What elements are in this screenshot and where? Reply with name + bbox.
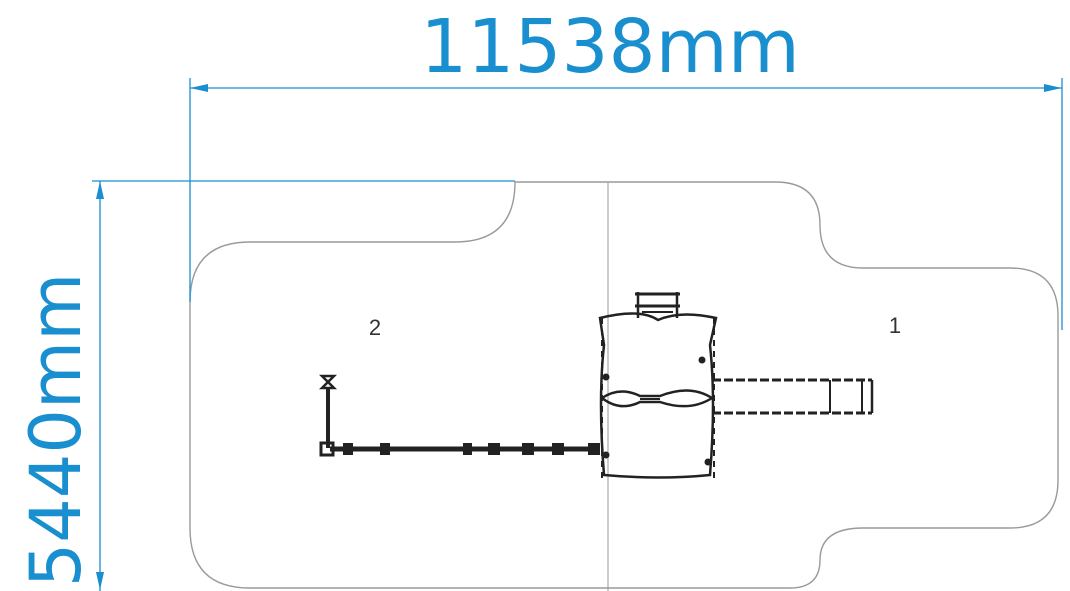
height-dimension: 5440mm — [15, 180, 515, 591]
tower-ladder — [635, 292, 680, 318]
slide — [712, 378, 874, 415]
height-arrow-bottom — [96, 572, 104, 590]
safety-zone-outline — [189, 181, 1059, 589]
zone-label-2: 2 — [369, 315, 381, 340]
height-arrow-top — [96, 181, 104, 199]
width-dimension: 11538mm — [189, 4, 1063, 330]
left-post — [318, 374, 338, 457]
height-dimension-label: 5440mm — [15, 273, 97, 588]
zone-label-1: 1 — [889, 313, 901, 338]
width-dimension-label: 11538mm — [420, 4, 800, 90]
playground-equipment — [318, 292, 874, 479]
width-arrow-right — [1044, 84, 1062, 92]
width-arrow-left — [190, 84, 208, 92]
horizontal-walkway — [330, 443, 600, 455]
main-tower — [598, 312, 718, 479]
